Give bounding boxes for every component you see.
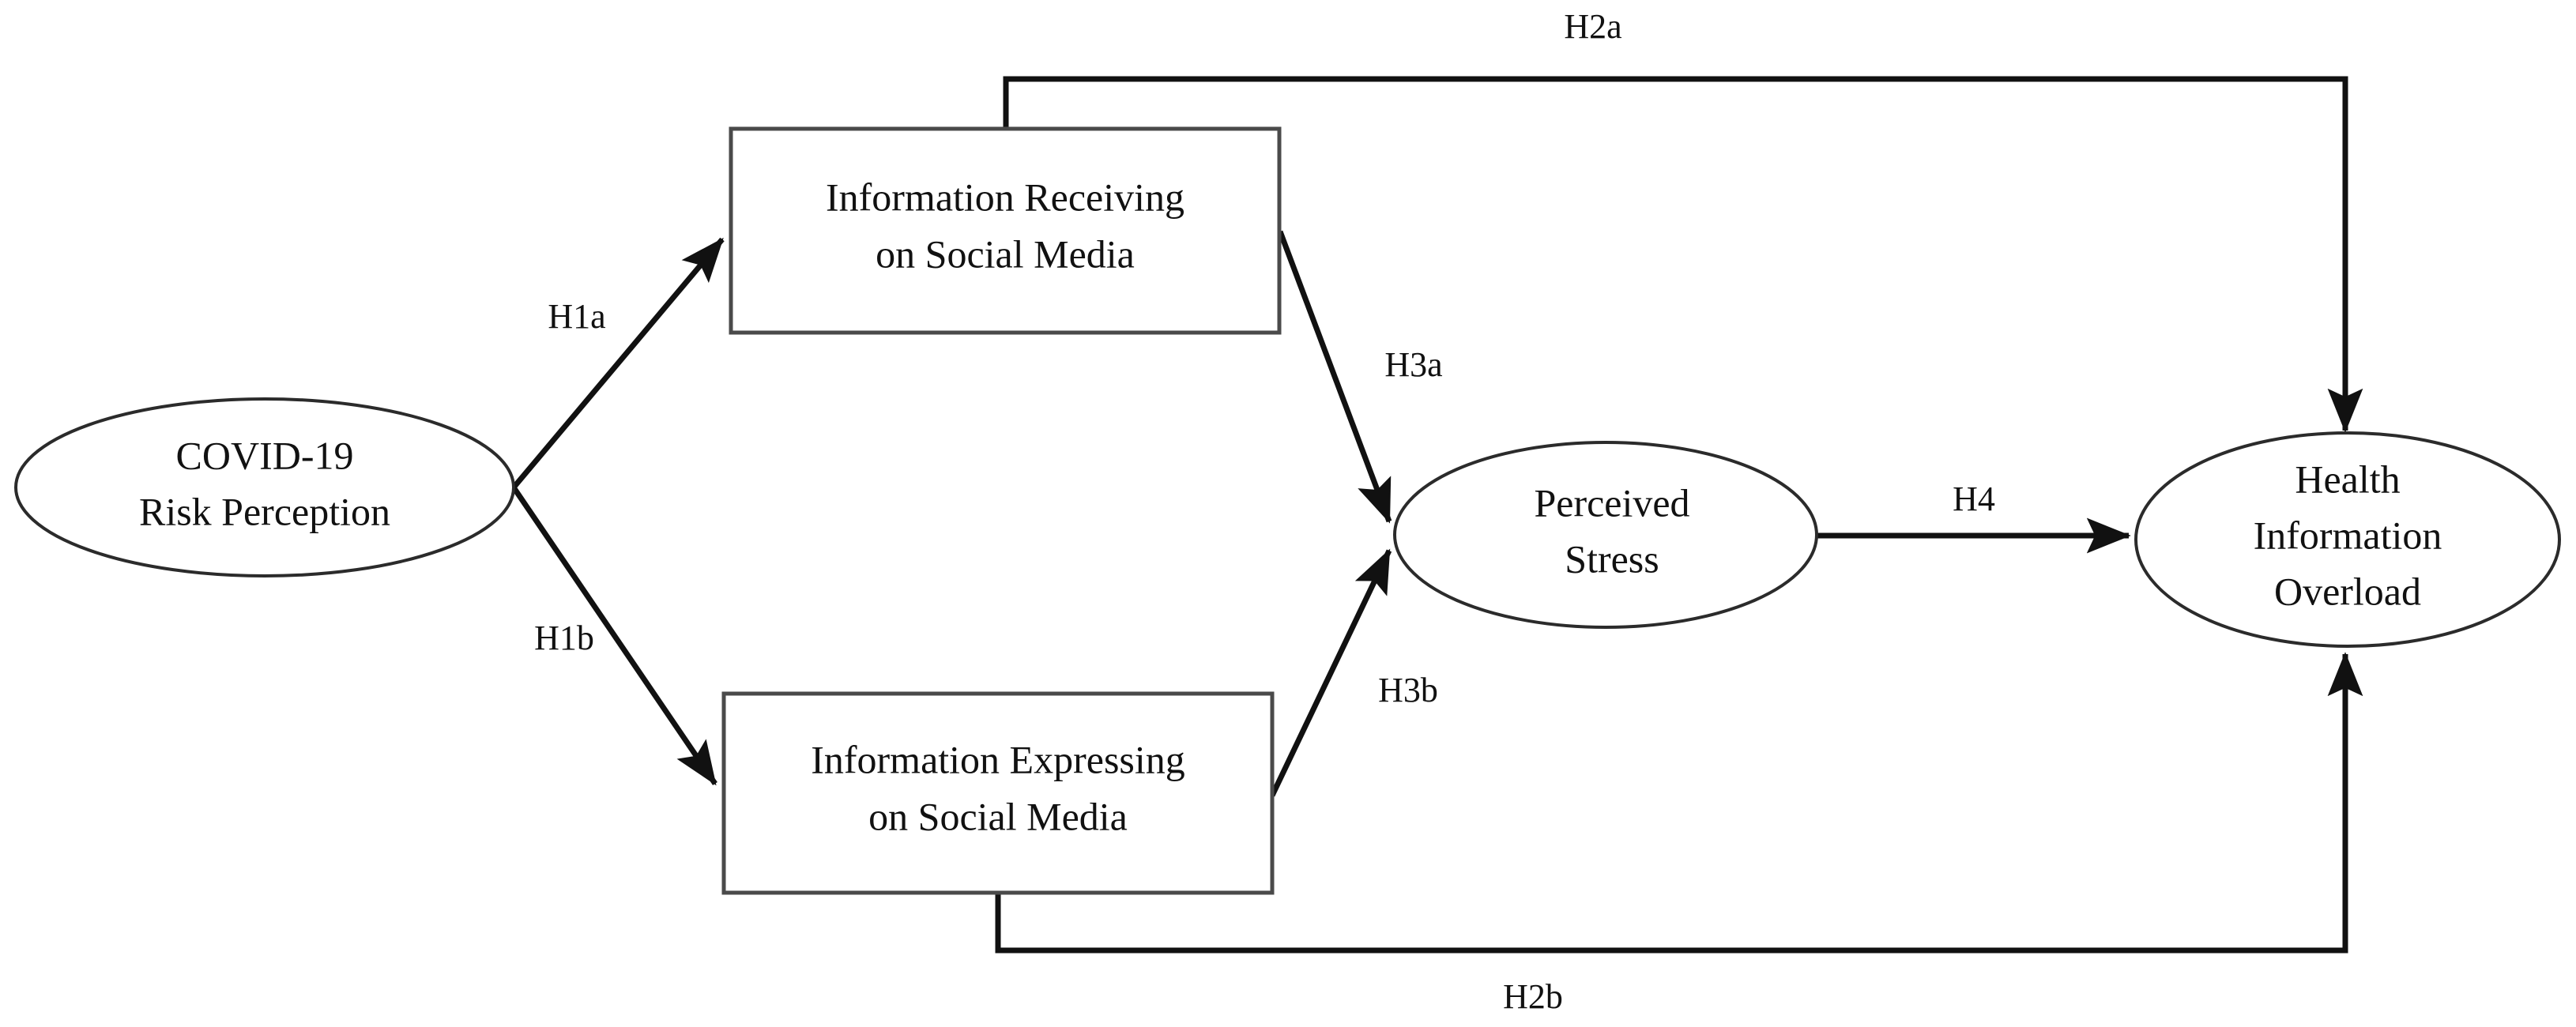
information-receiving-line1: Information Receiving bbox=[826, 175, 1184, 219]
edge-label-h3a: H3a bbox=[1384, 345, 1442, 384]
edge-h1b-path bbox=[511, 486, 717, 786]
node-perceived-stress[interactable]: Perceived Stress bbox=[1393, 441, 1818, 629]
edge-label-h3b: H3b bbox=[1378, 671, 1438, 709]
covid-risk-perception-ellipse[interactable] bbox=[14, 397, 515, 577]
edge-h2b-path bbox=[995, 652, 2363, 954]
information-expressing-line2: on Social Media bbox=[868, 794, 1128, 838]
node-information-receiving[interactable]: Information Receiving on Social Media bbox=[729, 126, 1282, 335]
edge-label-h2b: H2b bbox=[1503, 977, 1563, 1016]
node-information-expressing[interactable]: Information Expressing on Social Media bbox=[721, 691, 1275, 895]
edge-h1b: H1b bbox=[511, 486, 717, 786]
perceived-stress-ellipse[interactable] bbox=[1393, 441, 1818, 629]
edge-h2a: H2a bbox=[1003, 7, 2363, 433]
health-information-overload-ellipse[interactable] bbox=[2134, 431, 2561, 648]
information-receiving-box[interactable] bbox=[729, 126, 1282, 335]
edge-h2a-path bbox=[1003, 76, 2363, 433]
perceived-stress-line2: Stress bbox=[1565, 536, 1659, 581]
information-receiving-line2: on Social Media bbox=[876, 231, 1135, 276]
edge-h3a: H3a bbox=[1277, 230, 1443, 524]
covid-risk-perception-line2: Risk Perception bbox=[139, 489, 390, 533]
covid-risk-perception-line1: COVID-19 bbox=[176, 433, 354, 477]
information-expressing-box[interactable] bbox=[721, 691, 1275, 895]
perceived-stress-line1: Perceived bbox=[1534, 480, 1689, 525]
edge-h3b-path bbox=[1269, 548, 1392, 797]
edge-h3b: H3b bbox=[1269, 548, 1438, 797]
node-health-information-overload[interactable]: Health Information Overload bbox=[2134, 431, 2561, 648]
edge-h2b: H2b bbox=[995, 652, 2363, 1016]
edge-h1a-path bbox=[511, 237, 725, 490]
health-information-overload-line1: Health bbox=[2295, 457, 2400, 501]
edge-h4: H4 bbox=[1817, 480, 2131, 554]
edge-label-h1b: H1b bbox=[534, 619, 594, 657]
edge-label-h2a: H2a bbox=[1564, 7, 1621, 46]
edge-h3a-path bbox=[1277, 230, 1392, 524]
edge-label-h1a: H1a bbox=[548, 297, 605, 336]
health-information-overload-line3: Overload bbox=[2274, 569, 2421, 613]
information-expressing-line1: Information Expressing bbox=[811, 737, 1185, 781]
node-covid-risk-perception[interactable]: COVID-19 Risk Perception bbox=[14, 397, 515, 577]
health-information-overload-line2: Information bbox=[2254, 513, 2442, 557]
edge-h1a: H1a bbox=[511, 237, 725, 490]
edge-label-h4: H4 bbox=[1953, 480, 1995, 518]
